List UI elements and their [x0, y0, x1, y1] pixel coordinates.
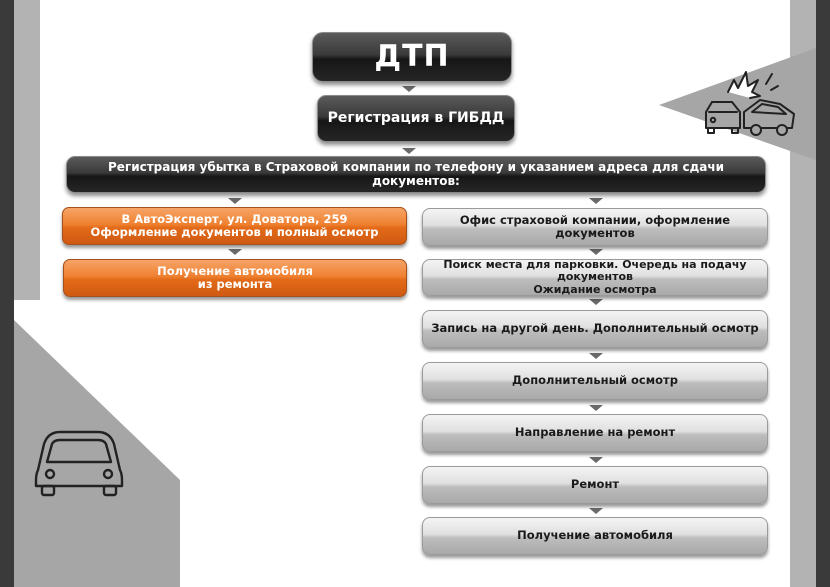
right-step-3-line1: Запись на другой день. Дополнительный ос…	[431, 321, 759, 336]
arrow-right-4-to-5	[589, 405, 603, 411]
arrow-step2-to-left	[228, 198, 242, 204]
step2-box: Регистрация убытка в Страховой компании …	[66, 156, 766, 193]
arrow-right-5-to-6	[589, 457, 603, 463]
left-step-2-line1: Получение автомобиля	[157, 263, 313, 278]
right-step-5: Направление на ремонт	[422, 414, 768, 452]
left-step-2-line2: из ремонта	[197, 277, 273, 291]
right-step-6: Ремонт	[422, 466, 768, 504]
left-step-1-line1: В АвтоЭксперт, ул. Доватора, 259	[121, 211, 348, 226]
car-crash-icon	[705, 71, 795, 136]
right-step-4-line1: Дополнительный осмотр	[512, 373, 678, 388]
arrow-right-3-to-4	[589, 353, 603, 359]
title-box: ДТП	[312, 32, 512, 82]
left-step-1-line2: Оформление документов и полный осмотр	[90, 225, 379, 239]
left-band	[0, 0, 14, 587]
car-icon	[34, 430, 124, 497]
right-step-3: Запись на другой день. Дополнительный ос…	[422, 310, 768, 348]
right-band	[816, 0, 830, 587]
arrow-step2-to-right	[589, 198, 603, 204]
arrow-step1-to-step2	[402, 148, 416, 154]
arrow-right-2-to-3	[589, 299, 603, 305]
right-step-7: Получение автомобиля	[422, 517, 768, 555]
right-step-2-line1: Поиск места для парковки. Очередь на под…	[443, 257, 747, 284]
right-step-2: Поиск места для парковки. Очередь на под…	[422, 257, 768, 296]
step1-text: Регистрация в ГИБДД	[327, 110, 505, 127]
left-step-2: Получение автомобиля из ремонта	[63, 259, 407, 297]
right-step-4: Дополнительный осмотр	[422, 362, 768, 400]
right-step-2-line2: Ожидание осмотра	[533, 282, 657, 296]
title-text: ДТП	[374, 38, 450, 74]
left-step-1: В АвтоЭксперт, ул. Доватора, 259 Оформле…	[62, 207, 407, 245]
arrow-right-1-to-2	[589, 249, 603, 255]
right-step-5-line1: Направление на ремонт	[514, 425, 676, 440]
right-step-6-line1: Ремонт	[570, 477, 620, 492]
right-step-1: Офис страховой компании, оформление доку…	[422, 208, 768, 246]
right-step-7-line1: Получение автомобиля	[517, 528, 673, 543]
top-right-triangle	[659, 48, 816, 160]
step2-text: Регистрация убытка в Страховой компании …	[107, 159, 725, 188]
left-grey-strip	[14, 0, 40, 300]
step1-box: Регистрация в ГИБДД	[317, 95, 515, 142]
arrow-right-6-to-7	[589, 508, 603, 514]
bottom-left-triangle	[14, 320, 180, 587]
arrow-title-to-step1	[402, 86, 416, 92]
right-step-1-line1: Офис страховой компании, оформление доку…	[459, 212, 731, 240]
arrow-left-1-to-2	[228, 249, 242, 255]
